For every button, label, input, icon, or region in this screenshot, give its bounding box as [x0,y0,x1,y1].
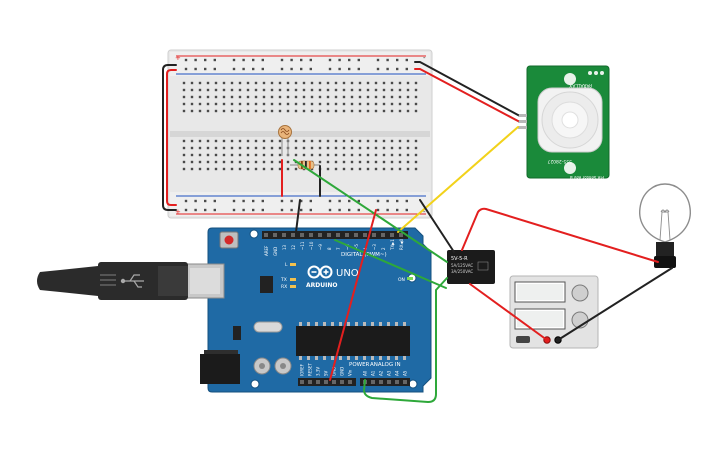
arduino-brand-text: ARDUINO [306,282,337,289]
crystal [253,321,283,333]
led-tx [290,278,296,281]
digital-pin-label: ~3 [372,244,377,250]
wire-supply-bulb[interactable] [557,267,673,341]
header-label: GND [273,247,278,256]
regulator [233,326,241,340]
wire-green-relay-a0[interactable] [363,277,448,403]
digital-pin-label: ~6 [345,244,350,250]
power-pin-label: IOREF [300,363,305,376]
rail-plus-top: + [175,54,181,62]
digital-header[interactable] [264,233,403,237]
rail-minus-top: - [423,54,426,62]
led-on [407,277,413,280]
photoresistor[interactable] [278,125,292,157]
digital-pin-label: 12 [291,244,296,250]
analog-pin-label: A0 [363,370,368,376]
on-label: ON [398,277,405,283]
bulb-socket [656,242,674,256]
digital-pin-label: ~11 [300,241,305,250]
resistor[interactable] [290,160,320,170]
wire-relay-bulb[interactable] [461,207,659,263]
power-pin-label: GND [332,367,337,376]
digital-pin-label: 13 [282,244,287,250]
voltage-knob[interactable] [571,284,589,302]
analog-pin-label: A5 [403,370,408,376]
power-pin-label: RESET [308,363,313,376]
atmega-chip [296,326,410,356]
tx-label: TX [280,277,287,283]
power-pin-label: Vin [348,369,353,376]
usb-icon [120,274,144,288]
pir-bottom-text: 555-28027 [547,158,572,164]
breadboard-holes [182,58,418,212]
wire-gnd-arduino[interactable] [295,199,301,233]
pir-sensor[interactable]: PARALLAX 555-28027 PIR Sensor Rev B [518,65,610,180]
power-supply[interactable] [509,275,599,349]
power-pin-label: GND [340,367,345,376]
pir-top-text: PARALLAX [569,82,592,88]
wire-relay-supply[interactable] [469,283,548,341]
analog-pin-label: A1 [371,370,376,376]
wires[interactable] [162,61,673,403]
analog-label: ANALOG IN [370,362,401,368]
relay-module[interactable]: 5V-5-R 5A/125VAC 3A/250VAC [447,250,495,284]
analog-pin-label: A3 [387,370,392,376]
wire-relay-gnd[interactable] [419,199,455,253]
analog-pin-label: A4 [395,370,400,376]
wire-green-pin-relay[interactable] [334,239,447,289]
digital-pin-label: RX◀0 [399,238,404,250]
wire-black-rail[interactable] [162,64,177,211]
header-label: AREF [264,245,269,256]
wire-pir-vcc[interactable] [414,68,519,122]
relay-name: 5V-5-R [451,256,468,262]
digital-pin-label: 2 [381,247,386,250]
relay-rating-2: 3A/250VAC [451,269,473,274]
power-switch[interactable] [516,336,530,343]
light-bulb[interactable] [639,183,691,268]
rx-label: RX [281,284,287,290]
usb-port [185,263,225,299]
breadboard[interactable]: + + - - [167,49,433,219]
wire-green-ldr-relay[interactable] [293,159,448,263]
wire-pir-gnd[interactable] [414,61,519,116]
led-l [290,263,296,266]
reset-button-cap[interactable] [224,235,234,245]
usb-chip [260,276,273,293]
arduino-uno-board[interactable]: ARDUINO UNO DIGITAL (PWM~) POWER ANALOG … [207,227,432,393]
digital-pin-label: ~5 [354,244,359,250]
arduino-model-text: UNO [336,268,359,279]
dc-power-jack [200,350,240,384]
pir-side-text: PIR Sensor Rev B [570,175,604,180]
analog-pin-label: A2 [379,370,384,376]
digital-pin-label: 8 [327,247,332,250]
rail-plus-bottom: + [175,208,181,216]
power-pin-label: 5V [324,370,329,376]
digital-pin-label: 7 [336,247,341,250]
rail-minus-bottom: - [423,208,426,216]
wire-red-rail[interactable] [166,69,177,206]
pir-pin-2[interactable] [518,120,527,123]
analog-header[interactable] [360,378,410,386]
led-rx [290,285,296,288]
wire-5v-arduino[interactable] [329,209,377,381]
digital-pin-label: TX▶1 [390,239,395,251]
power-pin-label: 3.3V [316,367,321,376]
wire-pir-signal[interactable] [397,126,519,233]
digital-pin-label: ~10 [309,241,314,250]
arduino-logo [307,265,333,279]
pir-pin-3[interactable] [518,126,527,129]
pir-pin-1[interactable] [518,114,527,117]
power-label: POWER [349,362,370,368]
digital-pin-label: ~9 [318,244,323,250]
usb-cable[interactable] [37,262,188,300]
relay-rating-1: 5A/125VAC [451,263,473,268]
l-label: L [285,262,288,268]
